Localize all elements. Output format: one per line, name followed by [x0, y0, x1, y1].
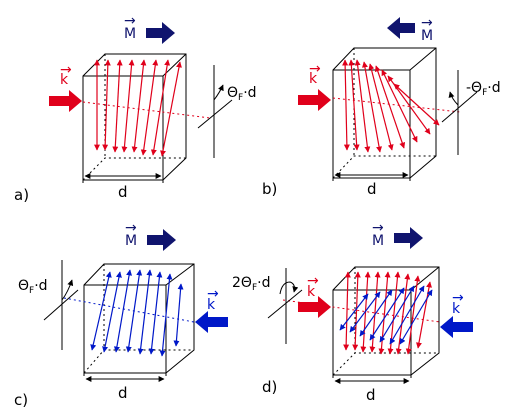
beam-axis: [82, 101, 211, 119]
polarization-arrows-blue: [339, 285, 433, 345]
m-vector-arrow: →: [421, 15, 433, 31]
k-label-forward: k: [307, 284, 316, 300]
panel-label: d): [262, 378, 277, 396]
k-label-backward: k: [452, 301, 461, 317]
rotation-indicator: [43, 260, 79, 350]
rotation-indicator: [267, 268, 303, 344]
length-label: d: [367, 180, 377, 198]
length-dimension: [332, 375, 412, 384]
k-label: k: [309, 71, 318, 87]
rotation-label: -ΘF·d: [466, 80, 501, 98]
cube: [332, 47, 437, 179]
k-wave-arrow: [195, 311, 228, 333]
magnetization-arrow: [387, 17, 415, 39]
polarization-arrows: [342, 59, 440, 153]
cube: [82, 53, 187, 181]
length-dimension: [83, 373, 167, 382]
k-vector-arrow-backward: →: [452, 290, 464, 306]
panel-label: a): [14, 186, 29, 204]
k-label: k: [60, 72, 69, 88]
k-vector-arrow: →: [309, 61, 321, 77]
polarization-arrows: [90, 269, 184, 357]
panel-b: k → M → d -ΘF·d b): [262, 15, 501, 198]
length-dimension: [82, 173, 164, 183]
polarization-arrows: [94, 59, 182, 157]
k-wave-arrow-forward: [298, 296, 331, 318]
m-label: M: [421, 28, 433, 44]
m-vector-arrow: →: [125, 220, 137, 236]
length-label: d: [118, 384, 128, 402]
rotation-label: ΘF·d: [18, 278, 48, 296]
length-label: d: [366, 386, 376, 404]
k-label: k: [207, 297, 216, 313]
panel-d: k → k → M →: [232, 220, 473, 404]
length-label: d: [118, 183, 128, 201]
panel-c: k → M → d ΘF·d c): [14, 220, 228, 409]
m-vector-arrow: →: [372, 220, 384, 236]
k-vector-arrow: →: [60, 62, 72, 78]
m-label: M: [124, 26, 136, 42]
magnetization-arrow: [394, 227, 423, 249]
magnetization-arrow: [146, 22, 175, 44]
rotation-label: 2ΘF·d: [232, 275, 270, 293]
panel-label: c): [14, 391, 28, 409]
rotation-indicator: [197, 65, 233, 158]
k-wave-arrow-backward: [440, 316, 473, 338]
m-vector-arrow: →: [124, 13, 136, 29]
k-vector-arrow-forward: →: [307, 273, 319, 289]
k-wave-arrow: [49, 90, 82, 112]
length-dimension: [332, 172, 411, 181]
rotation-indicator: [441, 70, 478, 155]
magnetization-arrow: [147, 229, 176, 251]
k-vector-arrow: →: [207, 286, 219, 302]
m-label: M: [125, 233, 137, 249]
k-wave-arrow: [298, 89, 331, 111]
m-label: M: [372, 233, 384, 249]
rotation-label: ΘF·d: [227, 85, 257, 103]
panel-a: k → M → d ΘF·d a): [14, 13, 257, 204]
panel-label: b): [262, 180, 277, 198]
